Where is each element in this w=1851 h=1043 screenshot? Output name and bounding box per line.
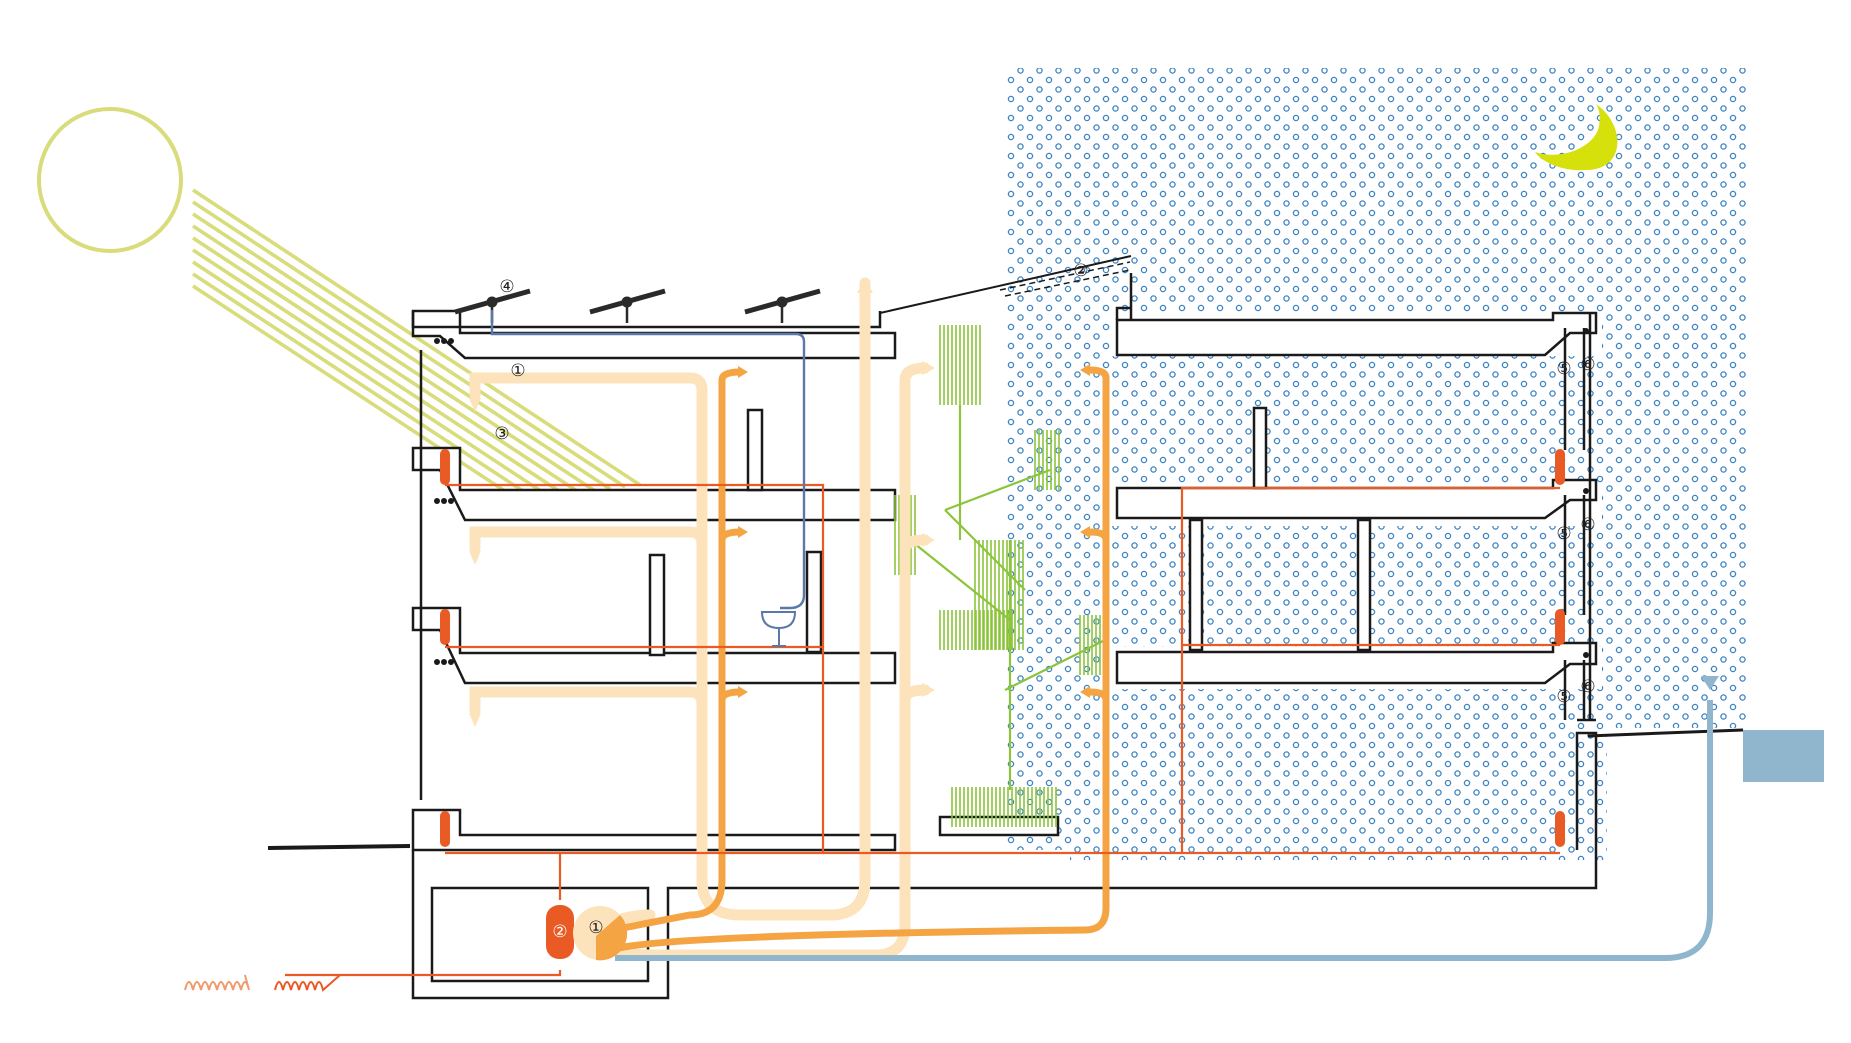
marker-6-a: ⑥ — [1580, 355, 1595, 375]
domestic-water-pipe — [490, 310, 806, 610]
water-tank-icon — [1743, 730, 1824, 782]
marker-5-c: ⑤ — [1556, 687, 1571, 707]
crescent-moon-icon — [1535, 104, 1618, 171]
walls — [411, 255, 1596, 837]
rainwater-pipe — [615, 700, 1713, 961]
marker-3: ③ — [494, 424, 509, 444]
marker-6-b: ⑥ — [1580, 515, 1595, 535]
marker-6-c: ⑥ — [1580, 677, 1595, 697]
heat-pump-tank — [546, 905, 574, 959]
marker-5-a: ⑤ — [1556, 359, 1571, 379]
rainwater-inlet-arrow — [1701, 676, 1719, 690]
warm-air-flow — [469, 277, 931, 961]
hot-supply-flow — [608, 366, 1110, 954]
basement — [411, 731, 1598, 1000]
ground-line-left — [267, 844, 411, 850]
green-vegetation — [894, 325, 1106, 827]
sun-rays — [192, 188, 641, 503]
marker-4: ④ — [499, 277, 514, 297]
marker-2-tank: ② — [552, 922, 567, 942]
radiator-units — [440, 449, 1565, 847]
hot-supply-arrows — [738, 364, 1090, 698]
vent-grilles — [434, 328, 1589, 665]
ground-line-right — [1587, 728, 1744, 738]
marker-1-top: ① — [510, 361, 525, 381]
sun-icon — [37, 107, 183, 253]
marker-2-roof: ② — [1073, 261, 1088, 281]
marker-1-exchanger: ① — [588, 918, 603, 938]
washbasin-icon — [760, 611, 797, 647]
marker-5-b: ⑤ — [1556, 524, 1571, 544]
night-air-field — [1007, 68, 1747, 860]
marker-labels: ① ③ ④ ② ⑤ ⑥ ⑤ ⑥ ⑤ ⑥ ② ① — [494, 261, 1595, 942]
heat-exchanger — [573, 906, 628, 961]
geothermal-coil-icon — [184, 974, 341, 992]
heating-pipes — [285, 483, 1560, 977]
